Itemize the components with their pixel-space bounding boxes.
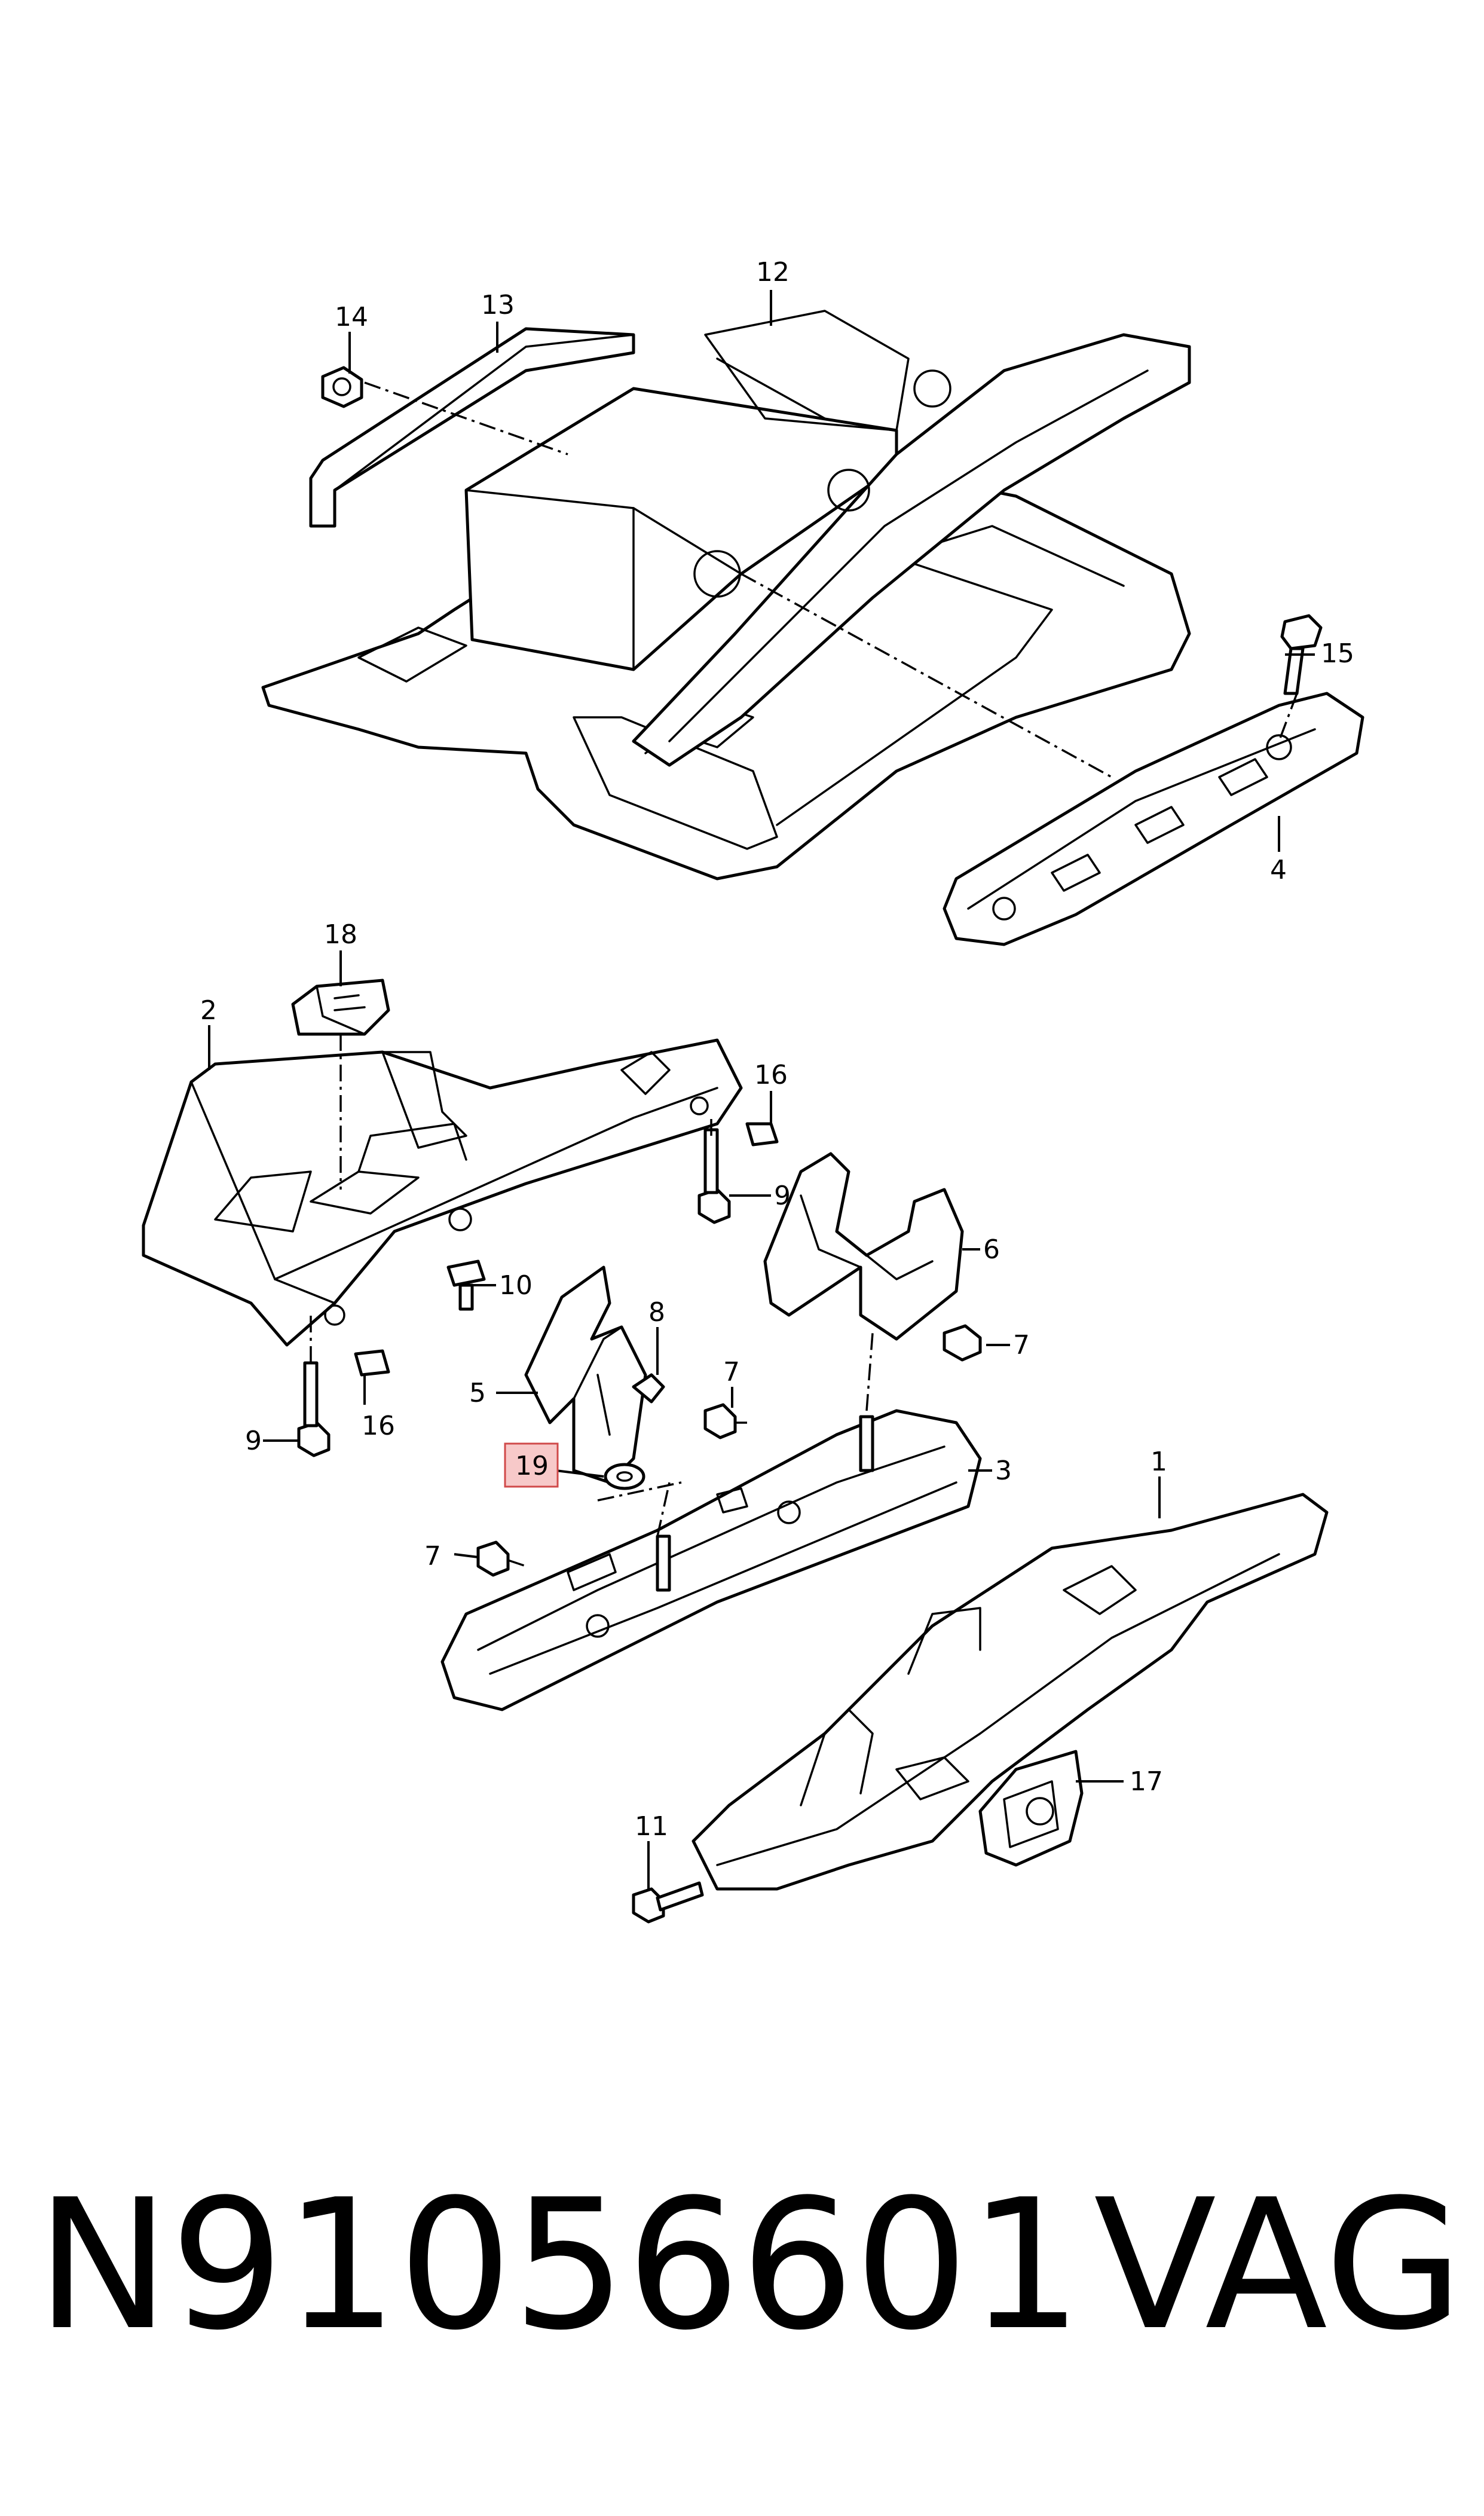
panel-part-2 bbox=[142, 1038, 743, 1347]
callout-9-right: 9 bbox=[774, 1181, 791, 1211]
hardware-parts bbox=[297, 1122, 982, 1924]
callout-16-right: 16 bbox=[754, 1060, 788, 1090]
callout-2: 2 bbox=[200, 995, 217, 1026]
callout-3: 3 bbox=[995, 1456, 1012, 1486]
callout-7-middle: 7 bbox=[723, 1357, 740, 1387]
callout-12: 12 bbox=[756, 257, 790, 288]
callout-4: 4 bbox=[1270, 855, 1287, 885]
switch-part-18 bbox=[291, 979, 390, 1036]
housing-part-1 bbox=[691, 1493, 1329, 1891]
callout-7-right: 7 bbox=[1013, 1330, 1030, 1361]
callout-10: 10 bbox=[499, 1270, 533, 1301]
bracket-part-5 bbox=[524, 1265, 647, 1484]
callout-5: 5 bbox=[469, 1378, 486, 1408]
callout-17: 17 bbox=[1130, 1766, 1163, 1797]
callout-16-left: 16 bbox=[362, 1411, 395, 1441]
nut-part-14 bbox=[321, 366, 363, 408]
callout-6: 6 bbox=[983, 1234, 1000, 1265]
callout-7-left: 7 bbox=[424, 1541, 441, 1572]
callout-19: 19 bbox=[515, 1451, 549, 1481]
assembly-lines bbox=[310, 381, 1298, 1567]
callout-9-left: 9 bbox=[245, 1426, 262, 1456]
callout-labels: 12 13 14 15 4 18 2 16 9 10 8 6 7 7 5 16 … bbox=[200, 257, 1354, 1842]
callout-18: 18 bbox=[324, 919, 357, 950]
washer-part-19 bbox=[604, 1463, 645, 1490]
callout-8: 8 bbox=[648, 1297, 665, 1328]
rail-part-4 bbox=[943, 692, 1364, 946]
callout-19-highlight bbox=[504, 1442, 559, 1488]
upper-trim-assembly bbox=[261, 310, 1191, 881]
bracket-part-6 bbox=[763, 1152, 964, 1341]
switch-part-17 bbox=[978, 1750, 1084, 1867]
brand-label: VAG bbox=[1094, 2161, 1464, 2370]
callout-1: 1 bbox=[1151, 1447, 1167, 1477]
callout-14: 14 bbox=[335, 302, 368, 332]
callout-11: 11 bbox=[635, 1811, 668, 1842]
leader-lines bbox=[208, 290, 1315, 1889]
part-number: N91056601 bbox=[36, 2161, 1083, 2370]
tray-part-3 bbox=[440, 1409, 982, 1711]
bolt-part-15 bbox=[1280, 614, 1323, 695]
callout-15: 15 bbox=[1321, 638, 1354, 669]
callout-13: 13 bbox=[481, 290, 515, 320]
